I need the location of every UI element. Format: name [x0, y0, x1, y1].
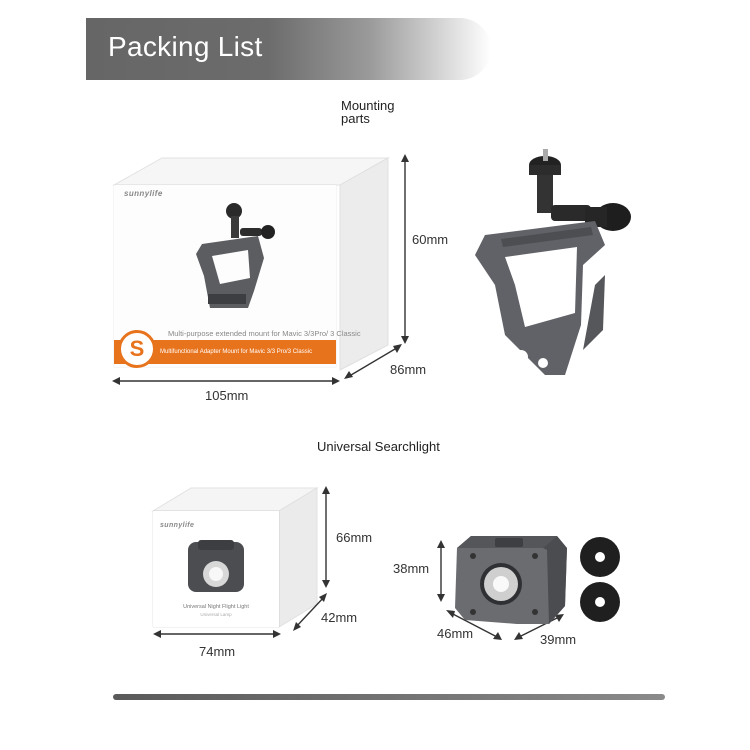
- searchlight-depth-label: 39mm: [540, 632, 577, 647]
- searchlight-product-image: [437, 536, 620, 640]
- mount-product-image: [475, 149, 631, 375]
- bottom-divider: [113, 694, 665, 700]
- light-box-product-image: [188, 540, 244, 592]
- mount-box-width-label: 105mm: [205, 388, 249, 403]
- page-title: Packing List: [108, 31, 263, 62]
- mount-box-shape: [112, 157, 390, 371]
- mount-box-depth-label: 86mm: [390, 362, 427, 377]
- light-box-brand: sunnylife: [160, 522, 195, 529]
- mount-section-title-line2: parts: [341, 111, 370, 126]
- mount-section-title-line1: Mounting: [341, 98, 395, 113]
- mount-box-caption-bottom: Multifunctional Adapter Mount for Mavic …: [160, 349, 313, 355]
- sunnylife-logo-badge: S: [118, 330, 156, 368]
- light-box-shape: [151, 487, 319, 628]
- mount-box-height-label: 60mm: [412, 232, 449, 247]
- light-box-width-label: 74mm: [199, 644, 236, 659]
- searchlight-width-label: 46mm: [437, 626, 474, 641]
- searchlight-height-label: 38mm: [393, 561, 430, 576]
- light-box-dimension-lines: [153, 486, 330, 638]
- light-box-caption-line2: Universal Lamp: [200, 612, 232, 617]
- light-box-height-label: 66mm: [336, 530, 373, 545]
- mount-box-caption-top: Multi-purpose extended mount for Mavic 3…: [168, 329, 361, 338]
- mount-box-dimension-lines: [112, 154, 409, 385]
- mount-box-product-image: [196, 203, 275, 308]
- header-banner: [86, 18, 491, 80]
- mount-box-brand: sunnylife: [124, 189, 163, 198]
- light-box-depth-label: 42mm: [321, 610, 358, 625]
- light-box-caption-line1: Universal Night Flight Light: [183, 604, 249, 610]
- light-section-title: Universal Searchlight: [317, 439, 440, 454]
